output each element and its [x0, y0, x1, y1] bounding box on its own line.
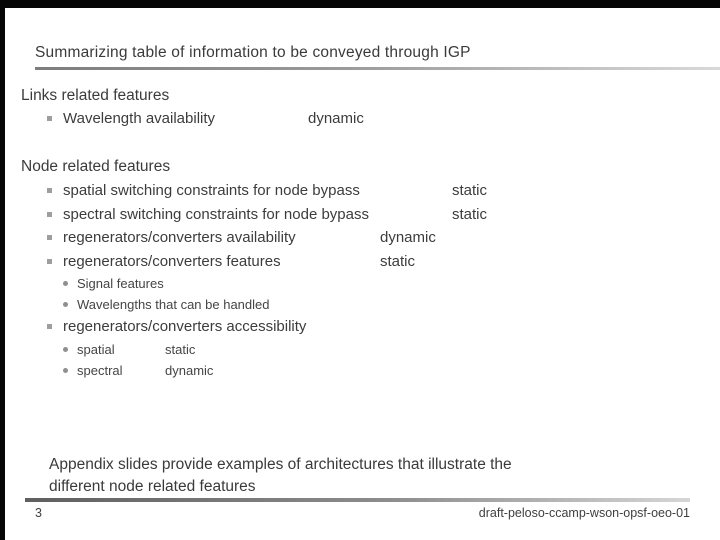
item-label: spectral switching constraints for node …	[63, 206, 369, 223]
section-heading-nodes: Node related features	[21, 158, 171, 175]
square-bullet-icon	[47, 235, 52, 240]
item-value: static	[452, 206, 488, 223]
footer-document-name: draft-peloso-ccamp-wson-opsf-oeo-01	[478, 506, 690, 520]
left-edge-bar	[0, 0, 5, 540]
sub-item-value: dynamic	[165, 363, 214, 378]
list-item: spatial switching constraints for node b…	[0, 182, 720, 202]
sub-item-label: Signal features	[77, 276, 164, 291]
list-sub-item: spectral dynamic	[0, 363, 720, 383]
sub-item-value: static	[165, 342, 196, 357]
item-label: Wavelength availability	[63, 110, 216, 127]
slide-title: Summarizing table of information to be c…	[35, 44, 471, 61]
list-item: Wavelength availability dynamic	[0, 110, 720, 130]
sub-item-label: spectral	[77, 363, 123, 378]
section-heading-links: Links related features	[21, 87, 170, 104]
top-edge-bar	[0, 0, 720, 8]
square-bullet-icon	[47, 259, 52, 264]
square-bullet-icon	[47, 188, 52, 193]
item-value: dynamic	[380, 229, 436, 246]
appendix-note: Appendix slides provide examples of arch…	[49, 454, 669, 498]
round-bullet-icon	[63, 281, 68, 286]
item-label: regenerators/converters availability	[63, 229, 296, 246]
round-bullet-icon	[63, 368, 68, 373]
list-item: regenerators/converters availability dyn…	[0, 229, 720, 249]
page-number: 3	[35, 506, 42, 520]
list-sub-item: Signal features	[0, 276, 720, 296]
appendix-note-line2: different node related features	[49, 478, 256, 495]
list-item: spectral switching constraints for node …	[0, 206, 720, 226]
sub-item-label: spatial	[77, 342, 115, 357]
round-bullet-icon	[63, 302, 68, 307]
list-item: regenerators/converters accessibility	[0, 318, 720, 338]
item-label: regenerators/converters features	[63, 253, 281, 270]
square-bullet-icon	[47, 324, 52, 329]
list-sub-item: Wavelengths that can be handled	[0, 297, 720, 317]
square-bullet-icon	[47, 116, 52, 121]
title-divider	[35, 67, 720, 70]
item-value: static	[380, 253, 416, 270]
square-bullet-icon	[47, 212, 52, 217]
list-sub-item: spatial static	[0, 342, 720, 362]
item-value: dynamic	[308, 110, 364, 127]
appendix-note-line1: Appendix slides provide examples of arch…	[49, 456, 512, 473]
item-label: regenerators/converters accessibility	[63, 318, 307, 335]
footer-divider	[25, 498, 690, 502]
item-value: static	[452, 182, 488, 199]
round-bullet-icon	[63, 347, 68, 352]
sub-item-label: Wavelengths that can be handled	[77, 297, 270, 312]
list-item: regenerators/converters features static	[0, 253, 720, 273]
item-label: spatial switching constraints for node b…	[63, 182, 360, 199]
